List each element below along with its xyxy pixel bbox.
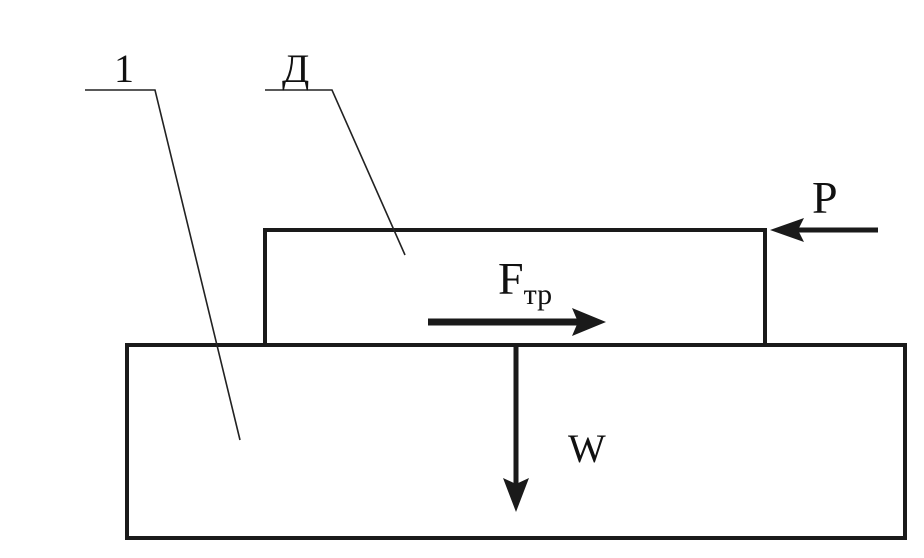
block-leader-line <box>265 89 406 256</box>
friction-label-subscript: тр <box>524 278 552 311</box>
weight-label: W <box>568 426 606 471</box>
force-p-arrowhead <box>770 218 804 242</box>
base-leader-line <box>85 89 241 441</box>
weight-arrowhead <box>503 478 529 512</box>
friction-label: Fтр <box>498 253 552 311</box>
friction-arrowhead <box>572 308 606 336</box>
base-number-label: 1 <box>114 46 134 91</box>
force-p-label: P <box>812 172 838 223</box>
friction-label-main: F <box>498 253 524 304</box>
block-letter-label: Д <box>282 46 309 91</box>
